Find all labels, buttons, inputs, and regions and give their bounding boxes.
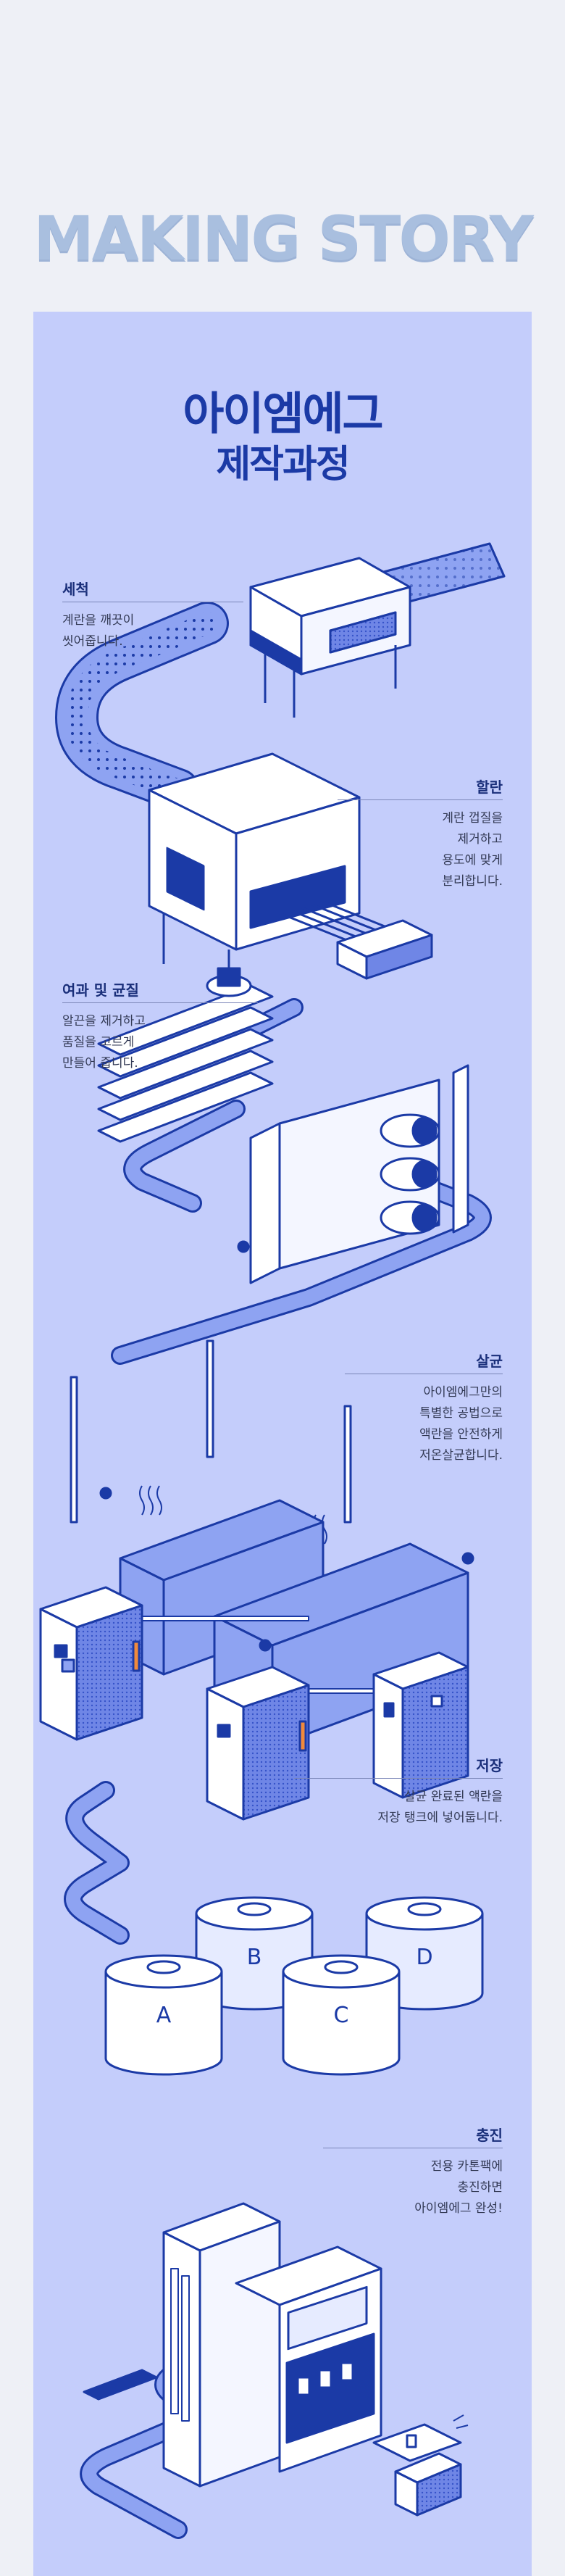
step-wash-title: 세척 bbox=[62, 581, 89, 598]
heading-process: 제작과정 bbox=[216, 443, 350, 486]
tank-label-c: C bbox=[334, 2003, 349, 2028]
step-filling-desc: 전용 카톤팩에 충진하면 아이엠에그 완성! bbox=[414, 2159, 503, 2216]
pasteurizer bbox=[39, 1339, 474, 1821]
step-wash-desc: 계란을 깨끗이 씻어줍니다. bbox=[62, 613, 135, 649]
step-storage-desc: 살균 완료된 액란을 저장 탱크에 넣어둡니다. bbox=[377, 1790, 503, 1825]
step-pasteurize-title: 살균 bbox=[476, 1353, 503, 1370]
process-illustration: A B C D bbox=[39, 542, 506, 2539]
step-storage-divider bbox=[294, 1778, 503, 1779]
filter-homogenizer bbox=[97, 967, 469, 1284]
storage-tanks bbox=[104, 1896, 484, 2076]
tank-c bbox=[282, 1954, 401, 2076]
breaking-machine bbox=[148, 752, 433, 1000]
step-filter-desc: 알끈을 제거하고 품질을 고르게 만들어 줍니다. bbox=[62, 1014, 146, 1071]
process-panel: A B C D bbox=[33, 312, 532, 2576]
step-pasteurize-desc: 아이엠에그만의 특별한 공법으로 액란을 안전하게 저온살균합니다. bbox=[419, 1385, 503, 1463]
page-title: MAKING STORY bbox=[33, 203, 534, 274]
step-filter-title: 여과 및 균질 bbox=[62, 981, 139, 999]
tank-label-a: A bbox=[156, 2003, 172, 2028]
tank-a bbox=[104, 1954, 223, 2076]
step-storage-title: 저장 bbox=[476, 1757, 503, 1774]
tank-label-b: B bbox=[247, 1945, 262, 1970]
step-break-title: 할란 bbox=[476, 778, 503, 796]
step-break-divider bbox=[338, 799, 503, 800]
filling-machine bbox=[83, 2202, 469, 2517]
washer-machine bbox=[249, 542, 506, 718]
heading-brand: 아이엠에그 bbox=[183, 387, 383, 440]
step-break-desc: 계란 껍질을 제거하고 용도에 맞게 분리합니다. bbox=[442, 811, 503, 889]
step-filling-title: 충진 bbox=[476, 2127, 503, 2144]
tank-labels: A B C D bbox=[156, 1945, 433, 2028]
step-filter-divider bbox=[62, 1002, 258, 1003]
tank-label-d: D bbox=[416, 1945, 432, 1970]
